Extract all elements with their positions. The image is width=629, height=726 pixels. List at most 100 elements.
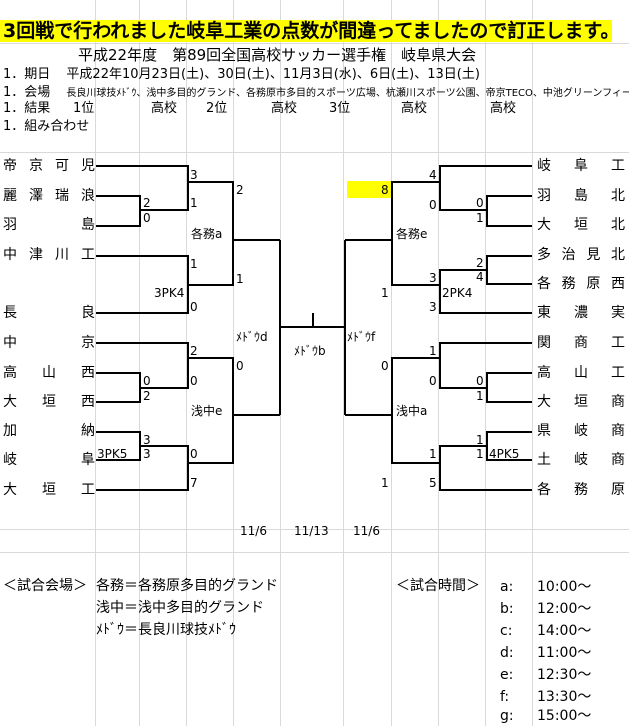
bracket-line: [96, 240, 234, 314]
time-value: 13:30～: [537, 689, 592, 705]
score: 5: [429, 476, 437, 490]
score: 1: [190, 257, 198, 271]
grid-line: [343, 0, 344, 726]
grid-line: [95, 0, 96, 726]
time-key: g:: [500, 708, 514, 724]
team-right-7: 関商工: [537, 335, 625, 351]
pk-score: 4PK5: [489, 447, 520, 461]
round-date: 11/13: [294, 524, 329, 538]
team-left-11: 大垣工: [3, 482, 95, 498]
grid-line: [139, 0, 140, 726]
score: 3: [143, 447, 151, 461]
venue-row: 1．会場 長良川球技ﾒﾄﾞｳ、浅中多目的グランド、各務原市多目的スポーツ広場、杭…: [3, 85, 629, 102]
round-date: 11/6: [353, 524, 380, 538]
bracket-line: [391, 415, 532, 491]
team-right-4: 多治見北: [537, 247, 625, 263]
time-key: c:: [500, 623, 513, 639]
time-value: 11:00～: [537, 645, 592, 661]
venue-tag: ﾒﾄﾞｳf: [347, 330, 376, 344]
dates-label: 1．期日: [3, 67, 51, 82]
time-key: e:: [500, 667, 514, 683]
score: 1: [429, 447, 437, 461]
second-label: 2位: [206, 101, 228, 116]
score: 3: [429, 271, 437, 285]
venue-legend-line: 各務＝各務原多目的グランド: [96, 578, 278, 594]
team-right-5: 各務原西: [537, 276, 625, 292]
score: 0: [236, 359, 244, 373]
venue-tag: 浅中a: [396, 404, 428, 418]
team-left-7: 高山西: [3, 365, 95, 381]
score: 1: [429, 344, 437, 358]
first-school: 高校: [151, 101, 178, 116]
score: 1: [236, 272, 244, 286]
grid-line: [0, 152, 629, 153]
time-key: d:: [500, 645, 514, 661]
score: 3: [143, 433, 151, 447]
bracket-line: [486, 210, 532, 227]
bracket-line: [486, 388, 532, 403]
correction-highlight: [347, 181, 391, 198]
pk-score: 2PK4: [442, 286, 473, 300]
venue-legend-header: ＜試合会場＞: [3, 578, 87, 594]
team-right-10: 県岐商: [537, 423, 625, 439]
team-left-10: 岐阜: [3, 452, 95, 468]
time-value: 10:00～: [537, 579, 592, 595]
bracket-line: [96, 210, 141, 227]
venue-tag: ﾒﾄﾞｳb: [294, 344, 326, 358]
pairing-label: 1．組み合わせ: [3, 119, 90, 134]
time-legend-header: ＜試合時間＞: [396, 578, 480, 594]
bracket-line: [486, 270, 532, 285]
venue-tag: 各務a: [191, 227, 223, 241]
grid-line: [0, 43, 629, 44]
time-value: 12:30～: [537, 667, 592, 683]
venue-tag: 浅中e: [191, 404, 223, 418]
time-key: b:: [500, 601, 514, 617]
time-key: f:: [500, 689, 510, 705]
pk-score: 3PK4: [154, 286, 185, 300]
team-right-9: 大垣商: [537, 394, 625, 410]
team-left-4: 中津川工: [3, 247, 95, 263]
team-left-8: 大垣西: [3, 394, 95, 410]
team-right-6: 東濃実: [537, 305, 625, 321]
bracket-line: [96, 415, 234, 491]
grid-line: [0, 552, 629, 553]
bracket-line: [486, 446, 532, 461]
page-title: 平成22年度 第89回全国高校サッカー選手権 岐阜県大会: [78, 46, 477, 64]
grid-line: [532, 0, 533, 726]
team-right-8: 高山工: [537, 365, 625, 381]
score: 3: [190, 168, 198, 182]
grid-line: [438, 0, 439, 726]
bracket-line: [279, 326, 313, 415]
score: 2: [143, 389, 151, 403]
bracket-line: [96, 388, 141, 403]
score: 0: [476, 374, 484, 388]
score: 1: [476, 211, 484, 225]
score: 1: [190, 196, 198, 210]
score: 2: [143, 196, 151, 210]
score: 4: [476, 270, 484, 284]
pk-score: 3PK5: [97, 447, 128, 461]
score: 0: [381, 359, 389, 373]
venue-list: 長良川球技ﾒﾄﾞｳ、浅中多目的グランド、各務原市多目的スポーツ広場、杭瀬川スポー…: [66, 88, 629, 99]
score: 2: [476, 256, 484, 270]
team-right-12: 各務原: [537, 482, 625, 498]
notice-text: 3回戦で行われました岐阜工業の点数が間違ってましたので訂正します。: [3, 20, 620, 42]
score: 1: [381, 476, 389, 490]
team-right-3: 大垣北: [537, 217, 625, 233]
team-left-1: 帝京可児: [3, 158, 95, 174]
grid-line: [0, 529, 629, 530]
score: 1: [476, 433, 484, 447]
score: 0: [143, 374, 151, 388]
result-row: 1．結果 1位 高校 2位 高校 3位 高校 高校: [3, 101, 629, 117]
team-right-1: 岐阜工: [537, 158, 625, 174]
time-value: 14:00～: [537, 623, 592, 639]
bracket-line: [96, 165, 189, 182]
third-label: 3位: [329, 101, 351, 116]
score: 0: [476, 196, 484, 210]
result-label: 1．結果: [3, 101, 51, 116]
grid-line: [485, 0, 486, 726]
score: 0: [429, 198, 437, 212]
bracket-line: [96, 357, 280, 416]
first-label: 1位: [73, 101, 95, 116]
